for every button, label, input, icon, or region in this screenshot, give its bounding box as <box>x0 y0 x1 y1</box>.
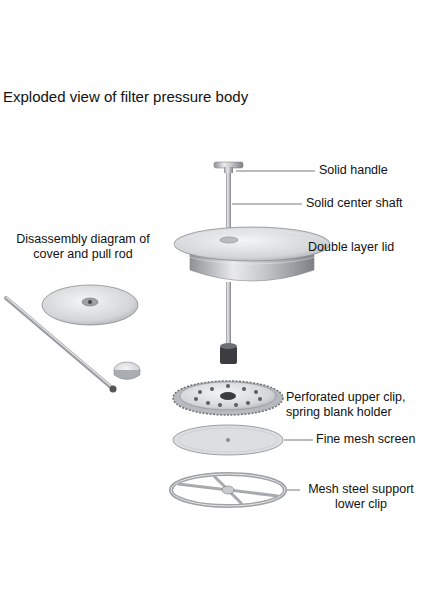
diagram-title: Exploded view of filter pressure body <box>3 88 248 106</box>
part-label: Fine mesh screen <box>316 432 420 447</box>
part-label: Solid center shaft <box>306 196 420 211</box>
part-label: Double layer lid <box>308 240 420 255</box>
part-label: Perforated upper clip, spring blank hold… <box>286 390 420 420</box>
part-label: Disassembly diagram of cover and pull ro… <box>8 232 158 262</box>
part-label: Mesh steel support lower clip <box>302 482 420 512</box>
part-label: Solid handle <box>319 163 419 178</box>
